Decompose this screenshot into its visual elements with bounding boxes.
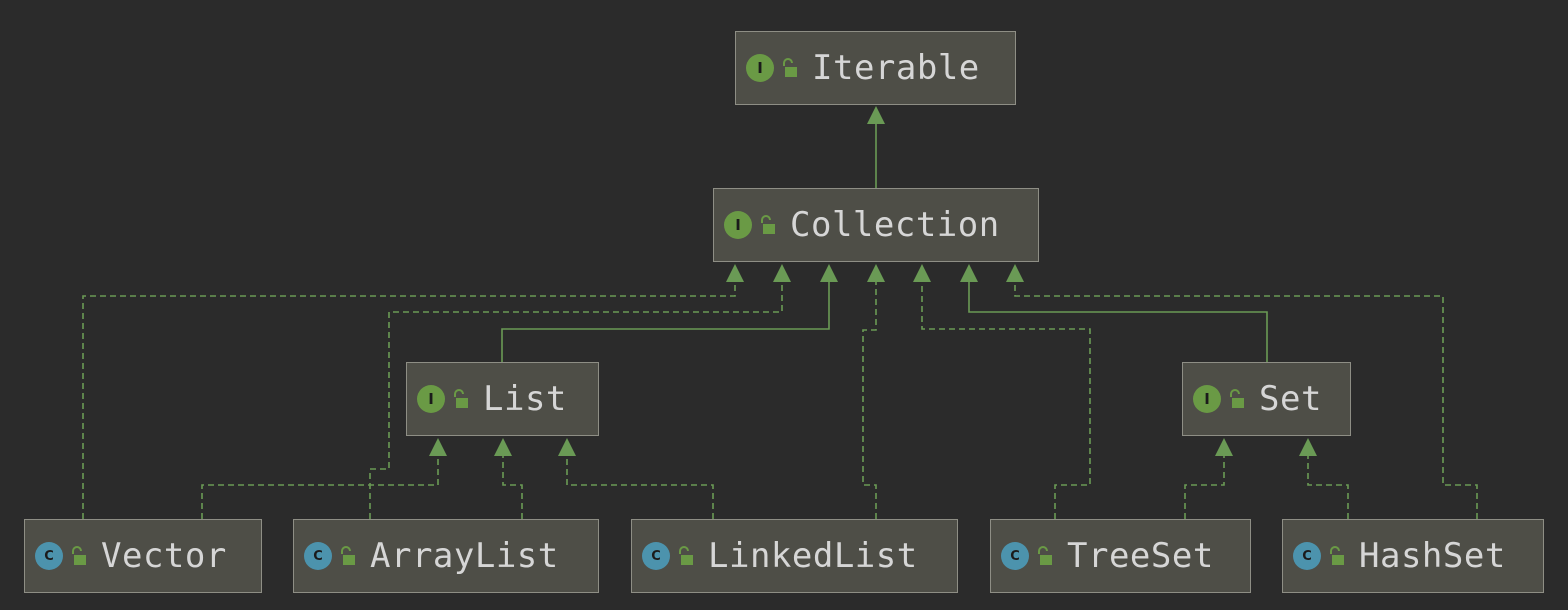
arrowhead [1299, 438, 1317, 456]
class-icon: C [35, 542, 63, 570]
interface-icon: I [1193, 385, 1221, 413]
arrowhead [913, 264, 931, 282]
class-icon: C [304, 542, 332, 570]
node-iterable[interactable]: I Iterable [735, 31, 1016, 105]
node-treeset[interactable]: C TreeSet [990, 519, 1251, 593]
node-label: Collection [790, 205, 1000, 245]
edge-arraylist-list [502, 452, 523, 519]
arrowhead [960, 264, 978, 282]
node-label: LinkedList [708, 536, 918, 576]
node-list[interactable]: I List [406, 362, 599, 436]
class-icon: C [1293, 542, 1321, 570]
edge-vector-collection [82, 278, 736, 519]
node-vector[interactable]: C Vector [24, 519, 262, 593]
edge-arraylist-collection [369, 278, 783, 519]
edge-hashset-set [1307, 452, 1349, 519]
arrowheads [429, 106, 1317, 456]
edge-vector-list [201, 452, 439, 519]
arrowhead [726, 264, 744, 282]
class-icon: C [642, 542, 670, 570]
interface-icon: I [724, 211, 752, 239]
arrowhead [773, 264, 791, 282]
unlock-icon [783, 58, 797, 77]
unlock-icon [72, 546, 86, 565]
node-hashset[interactable]: C HashSet [1282, 519, 1544, 593]
node-collection[interactable]: I Collection [713, 188, 1039, 262]
arrowhead [867, 264, 885, 282]
unlock-icon [341, 546, 355, 565]
node-label: ArrayList [370, 536, 559, 576]
arrowhead [820, 264, 838, 282]
unlock-icon [1038, 546, 1052, 565]
interface-icon: I [746, 54, 774, 82]
arrowhead [558, 438, 576, 456]
arrowhead [494, 438, 512, 456]
edge-treeset-collection [921, 278, 1091, 519]
unlock-icon [1230, 389, 1244, 408]
unlock-icon [679, 546, 693, 565]
edge-list-collection [501, 278, 830, 362]
arrowhead [1215, 438, 1233, 456]
node-label: Iterable [812, 48, 980, 88]
arrowhead [867, 106, 885, 124]
node-set[interactable]: I Set [1182, 362, 1351, 436]
implements-edges [82, 278, 1478, 519]
interface-icon: I [417, 385, 445, 413]
node-label: Vector [101, 536, 227, 576]
node-label: HashSet [1359, 536, 1506, 576]
edge-linkedlist-list [566, 452, 714, 519]
edge-set-collection [968, 278, 1268, 362]
node-label: List [483, 379, 567, 419]
node-linkedlist[interactable]: C LinkedList [631, 519, 958, 593]
arrowhead [1006, 264, 1024, 282]
node-arraylist[interactable]: C ArrayList [293, 519, 599, 593]
arrowhead [429, 438, 447, 456]
edge-treeset-set [1184, 452, 1225, 519]
unlock-icon [761, 215, 775, 234]
edge-hashset-collection [1014, 278, 1478, 519]
edge-linkedlist-collection [862, 278, 877, 519]
node-label: TreeSet [1067, 536, 1214, 576]
unlock-icon [454, 389, 468, 408]
node-label: Set [1259, 379, 1322, 419]
extends-edges [501, 120, 1268, 362]
class-icon: C [1001, 542, 1029, 570]
unlock-icon [1330, 546, 1344, 565]
